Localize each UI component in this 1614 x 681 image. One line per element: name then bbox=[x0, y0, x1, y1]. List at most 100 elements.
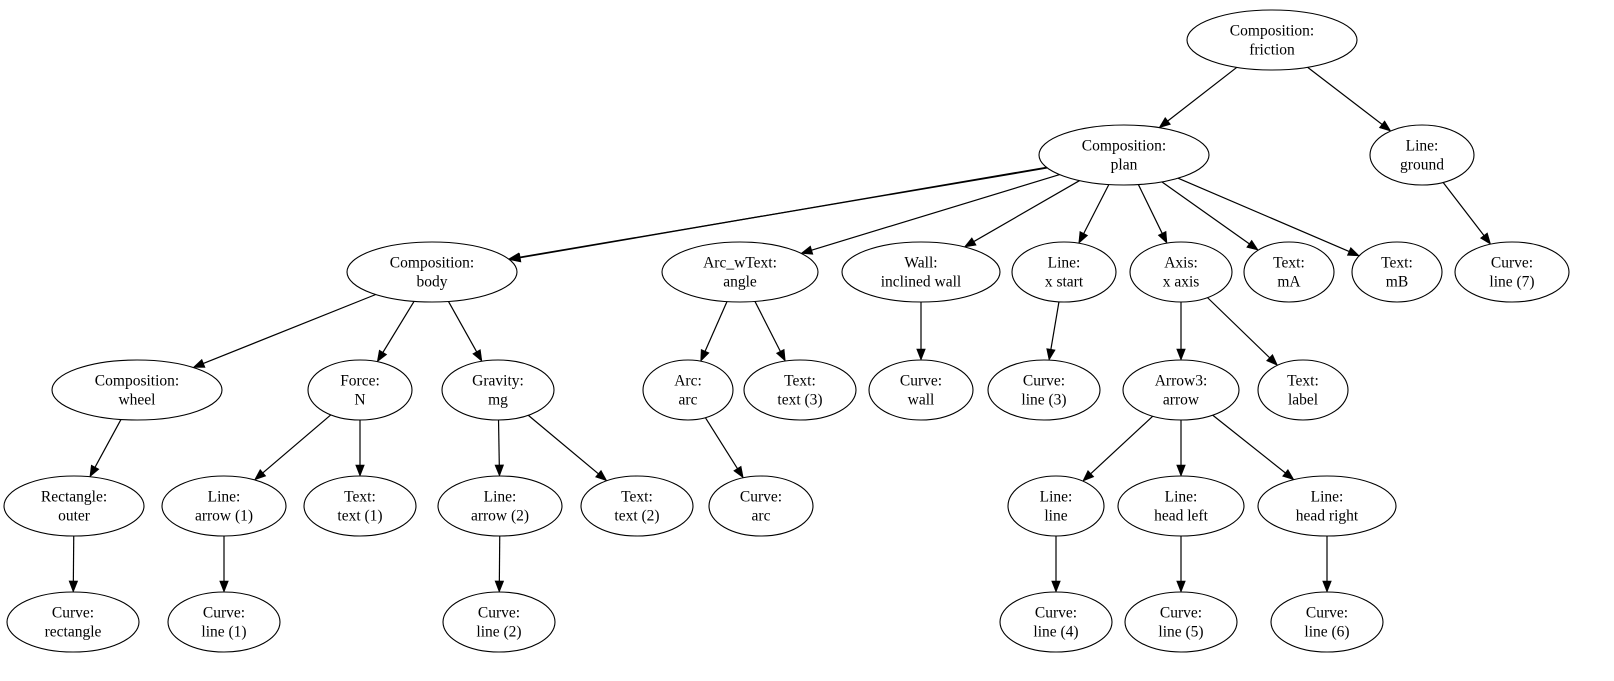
node-ellipse-shape[interactable] bbox=[51, 359, 223, 421]
node-ellipse-shape[interactable] bbox=[1011, 241, 1117, 303]
edge-headleft-to-cline5 bbox=[1176, 536, 1186, 593]
node-curvewall[interactable]: Curve:wall bbox=[868, 359, 974, 421]
node-ellipse-shape[interactable] bbox=[1454, 241, 1570, 303]
node-cline6[interactable]: Curve:line (6) bbox=[1270, 591, 1384, 653]
node-ellipse-shape[interactable] bbox=[841, 241, 1001, 303]
arrowhead-icon bbox=[1176, 464, 1186, 477]
node-cline1[interactable]: Curve:line (1) bbox=[167, 591, 281, 653]
node-body[interactable]: Composition:body bbox=[346, 241, 518, 303]
node-line7[interactable]: Curve:line (7) bbox=[1454, 241, 1570, 303]
node-label-type: Text: bbox=[344, 489, 376, 506]
node-ellipse-shape[interactable] bbox=[1369, 124, 1475, 186]
node-headleft[interactable]: Line:head left bbox=[1117, 475, 1245, 537]
node-label-name: arc bbox=[752, 508, 771, 525]
node-label-name: x axis bbox=[1163, 274, 1200, 291]
node-mB[interactable]: Text:mB bbox=[1351, 241, 1443, 303]
node-arrow2[interactable]: Line:arrow (2) bbox=[437, 475, 563, 537]
node-friction[interactable]: Composition:friction bbox=[1186, 9, 1358, 71]
node-arrow3[interactable]: Arrow3:arrow bbox=[1122, 359, 1240, 421]
edge-xstart-to-line3 bbox=[1046, 301, 1060, 361]
edge-ground-to-line7 bbox=[1442, 182, 1492, 245]
node-ellipse-shape[interactable] bbox=[1122, 359, 1240, 421]
node-ellipse-shape[interactable] bbox=[708, 475, 814, 537]
arrowhead-icon bbox=[1078, 231, 1089, 244]
arrowhead-icon bbox=[1479, 232, 1492, 245]
node-line3[interactable]: Curve:line (3) bbox=[987, 359, 1101, 421]
node-ellipse-shape[interactable] bbox=[1270, 591, 1384, 653]
node-xstart[interactable]: Line:x start bbox=[1011, 241, 1117, 303]
node-textlabel[interactable]: Text:label bbox=[1257, 359, 1349, 421]
node-ellipse-shape[interactable] bbox=[999, 591, 1113, 653]
node-ellipse-shape[interactable] bbox=[661, 241, 819, 303]
node-label-type: Line: bbox=[1048, 255, 1081, 272]
node-ellipse-shape[interactable] bbox=[346, 241, 518, 303]
node-text3[interactable]: Text:text (3) bbox=[743, 359, 857, 421]
node-ellipse-shape[interactable] bbox=[161, 475, 287, 537]
node-ellipse-shape[interactable] bbox=[1124, 591, 1238, 653]
node-label-type: Curve: bbox=[900, 373, 942, 390]
node-crectangle[interactable]: Curve:rectangle bbox=[6, 591, 140, 653]
node-label-name: ground bbox=[1400, 157, 1444, 174]
node-ellipse-shape[interactable] bbox=[442, 591, 556, 653]
node-plan[interactable]: Composition:plan bbox=[1038, 124, 1210, 186]
node-ellipse-shape[interactable] bbox=[1257, 359, 1349, 421]
node-ellipse-shape[interactable] bbox=[1007, 475, 1105, 537]
node-ellipse-shape[interactable] bbox=[642, 359, 734, 421]
node-cline5[interactable]: Curve:line (5) bbox=[1124, 591, 1238, 653]
node-curvearc[interactable]: Curve:arc bbox=[708, 475, 814, 537]
node-outer[interactable]: Rectangle:outer bbox=[3, 475, 145, 537]
node-ellipse-shape[interactable] bbox=[1117, 475, 1245, 537]
node-ellipse-shape[interactable] bbox=[1038, 124, 1210, 186]
edge-line bbox=[194, 293, 376, 368]
node-ellipse-shape[interactable] bbox=[1257, 475, 1397, 537]
node-label-type: Text: bbox=[1287, 373, 1319, 390]
node-label-type: Composition: bbox=[1082, 138, 1166, 155]
node-inclined[interactable]: Wall:inclined wall bbox=[841, 241, 1001, 303]
arrowhead-icon bbox=[1378, 120, 1392, 132]
node-cline2[interactable]: Curve:line (2) bbox=[442, 591, 556, 653]
node-mA[interactable]: Text:mA bbox=[1243, 241, 1335, 303]
node-ellipse-shape[interactable] bbox=[437, 475, 563, 537]
node-ellipse-shape[interactable] bbox=[580, 475, 694, 537]
node-ellipse-shape[interactable] bbox=[987, 359, 1101, 421]
arrowhead-icon bbox=[192, 358, 206, 368]
node-ellipse-shape[interactable] bbox=[1186, 9, 1358, 71]
edge-line bbox=[1177, 177, 1359, 256]
node-ellipse-shape[interactable] bbox=[868, 359, 974, 421]
node-gravitymg[interactable]: Gravity:mg bbox=[441, 359, 555, 421]
node-xaxis[interactable]: Axis:x axis bbox=[1129, 241, 1233, 303]
node-label-name: line (3) bbox=[1021, 392, 1066, 409]
node-ellipse-shape[interactable] bbox=[1129, 241, 1233, 303]
node-ellipse-shape[interactable] bbox=[167, 591, 281, 653]
node-ellipse-shape[interactable] bbox=[3, 475, 145, 537]
node-ellipse-shape[interactable] bbox=[1351, 241, 1443, 303]
node-ellipse-shape[interactable] bbox=[743, 359, 857, 421]
node-ellipse-shape[interactable] bbox=[441, 359, 555, 421]
node-text2[interactable]: Text:text (2) bbox=[580, 475, 694, 537]
node-label-type: Line: bbox=[1040, 489, 1073, 506]
node-ellipse-shape[interactable] bbox=[307, 359, 413, 421]
node-ellipse-shape[interactable] bbox=[303, 475, 417, 537]
edge-angle-to-text3 bbox=[754, 301, 786, 362]
edge-line bbox=[510, 166, 1047, 260]
node-headright[interactable]: Line:head right bbox=[1257, 475, 1397, 537]
node-forceN[interactable]: Force:N bbox=[307, 359, 413, 421]
edge-lineline-to-cline4 bbox=[1051, 536, 1061, 593]
node-arrow1[interactable]: Line:arrow (1) bbox=[161, 475, 287, 537]
node-lineline[interactable]: Line:line bbox=[1007, 475, 1105, 537]
node-ellipse-shape[interactable] bbox=[6, 591, 140, 653]
node-ellipse-shape[interactable] bbox=[1243, 241, 1335, 303]
node-label-type: Curve: bbox=[478, 605, 520, 622]
node-angle[interactable]: Arc_wText:angle bbox=[661, 241, 819, 303]
edge-friction-to-plan bbox=[1158, 66, 1238, 129]
node-text1[interactable]: Text:text (1) bbox=[303, 475, 417, 537]
node-cline4[interactable]: Curve:line (4) bbox=[999, 591, 1113, 653]
edge-line bbox=[802, 174, 1060, 254]
node-wheel[interactable]: Composition:wheel bbox=[51, 359, 223, 421]
node-ground[interactable]: Line:ground bbox=[1369, 124, 1475, 186]
arrowhead-icon bbox=[916, 348, 926, 361]
node-arc[interactable]: Arc:arc bbox=[642, 359, 734, 421]
node-label-name: wheel bbox=[118, 392, 155, 409]
